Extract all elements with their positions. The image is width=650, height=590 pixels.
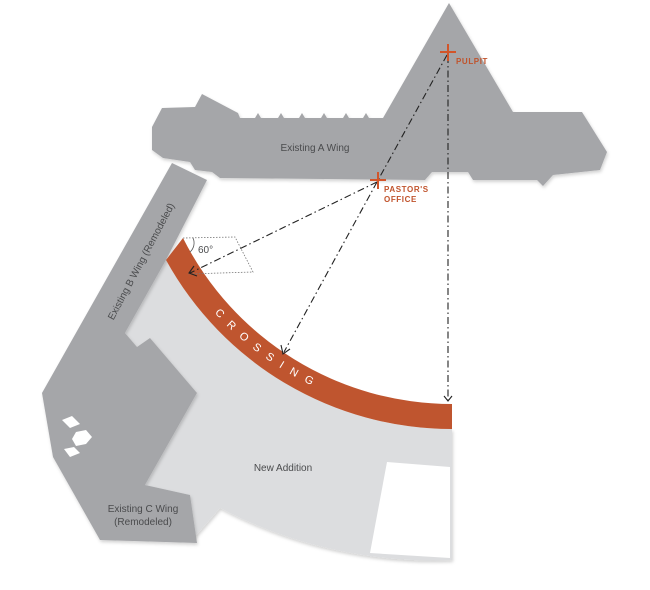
pastors-office-cross-icon	[370, 172, 386, 189]
a-wing-label: Existing A Wing	[281, 143, 350, 154]
crossing-band	[166, 238, 452, 430]
b-wing-hex-cutouts	[62, 416, 92, 457]
arrowheads	[188, 265, 453, 402]
arrow-head-icon	[443, 395, 453, 402]
pastors-office-label-1: PASTOR'S	[384, 185, 429, 194]
angle-arc	[189, 237, 195, 253]
sightline-angle-box	[182, 236, 254, 275]
pulpit-cross-icon	[440, 44, 456, 61]
a-wing	[152, 3, 607, 186]
angle-label: 60°	[198, 245, 213, 256]
c-wing-label-1: Existing C Wing	[108, 504, 179, 515]
arrow-head-icon	[280, 344, 291, 355]
new-addition-area	[125, 260, 452, 561]
b-wing	[42, 163, 207, 543]
pastors-office-label-2: OFFICE	[384, 195, 417, 204]
c-wing-label-2: (Remodeled)	[114, 517, 172, 528]
new-addition-label: New Addition	[254, 463, 312, 474]
new-addition-notch	[370, 462, 450, 558]
sightline-office-to-crossing	[189, 181, 378, 274]
arrow-head-icon	[188, 265, 198, 277]
pulpit-label: PULPIT	[456, 57, 488, 66]
